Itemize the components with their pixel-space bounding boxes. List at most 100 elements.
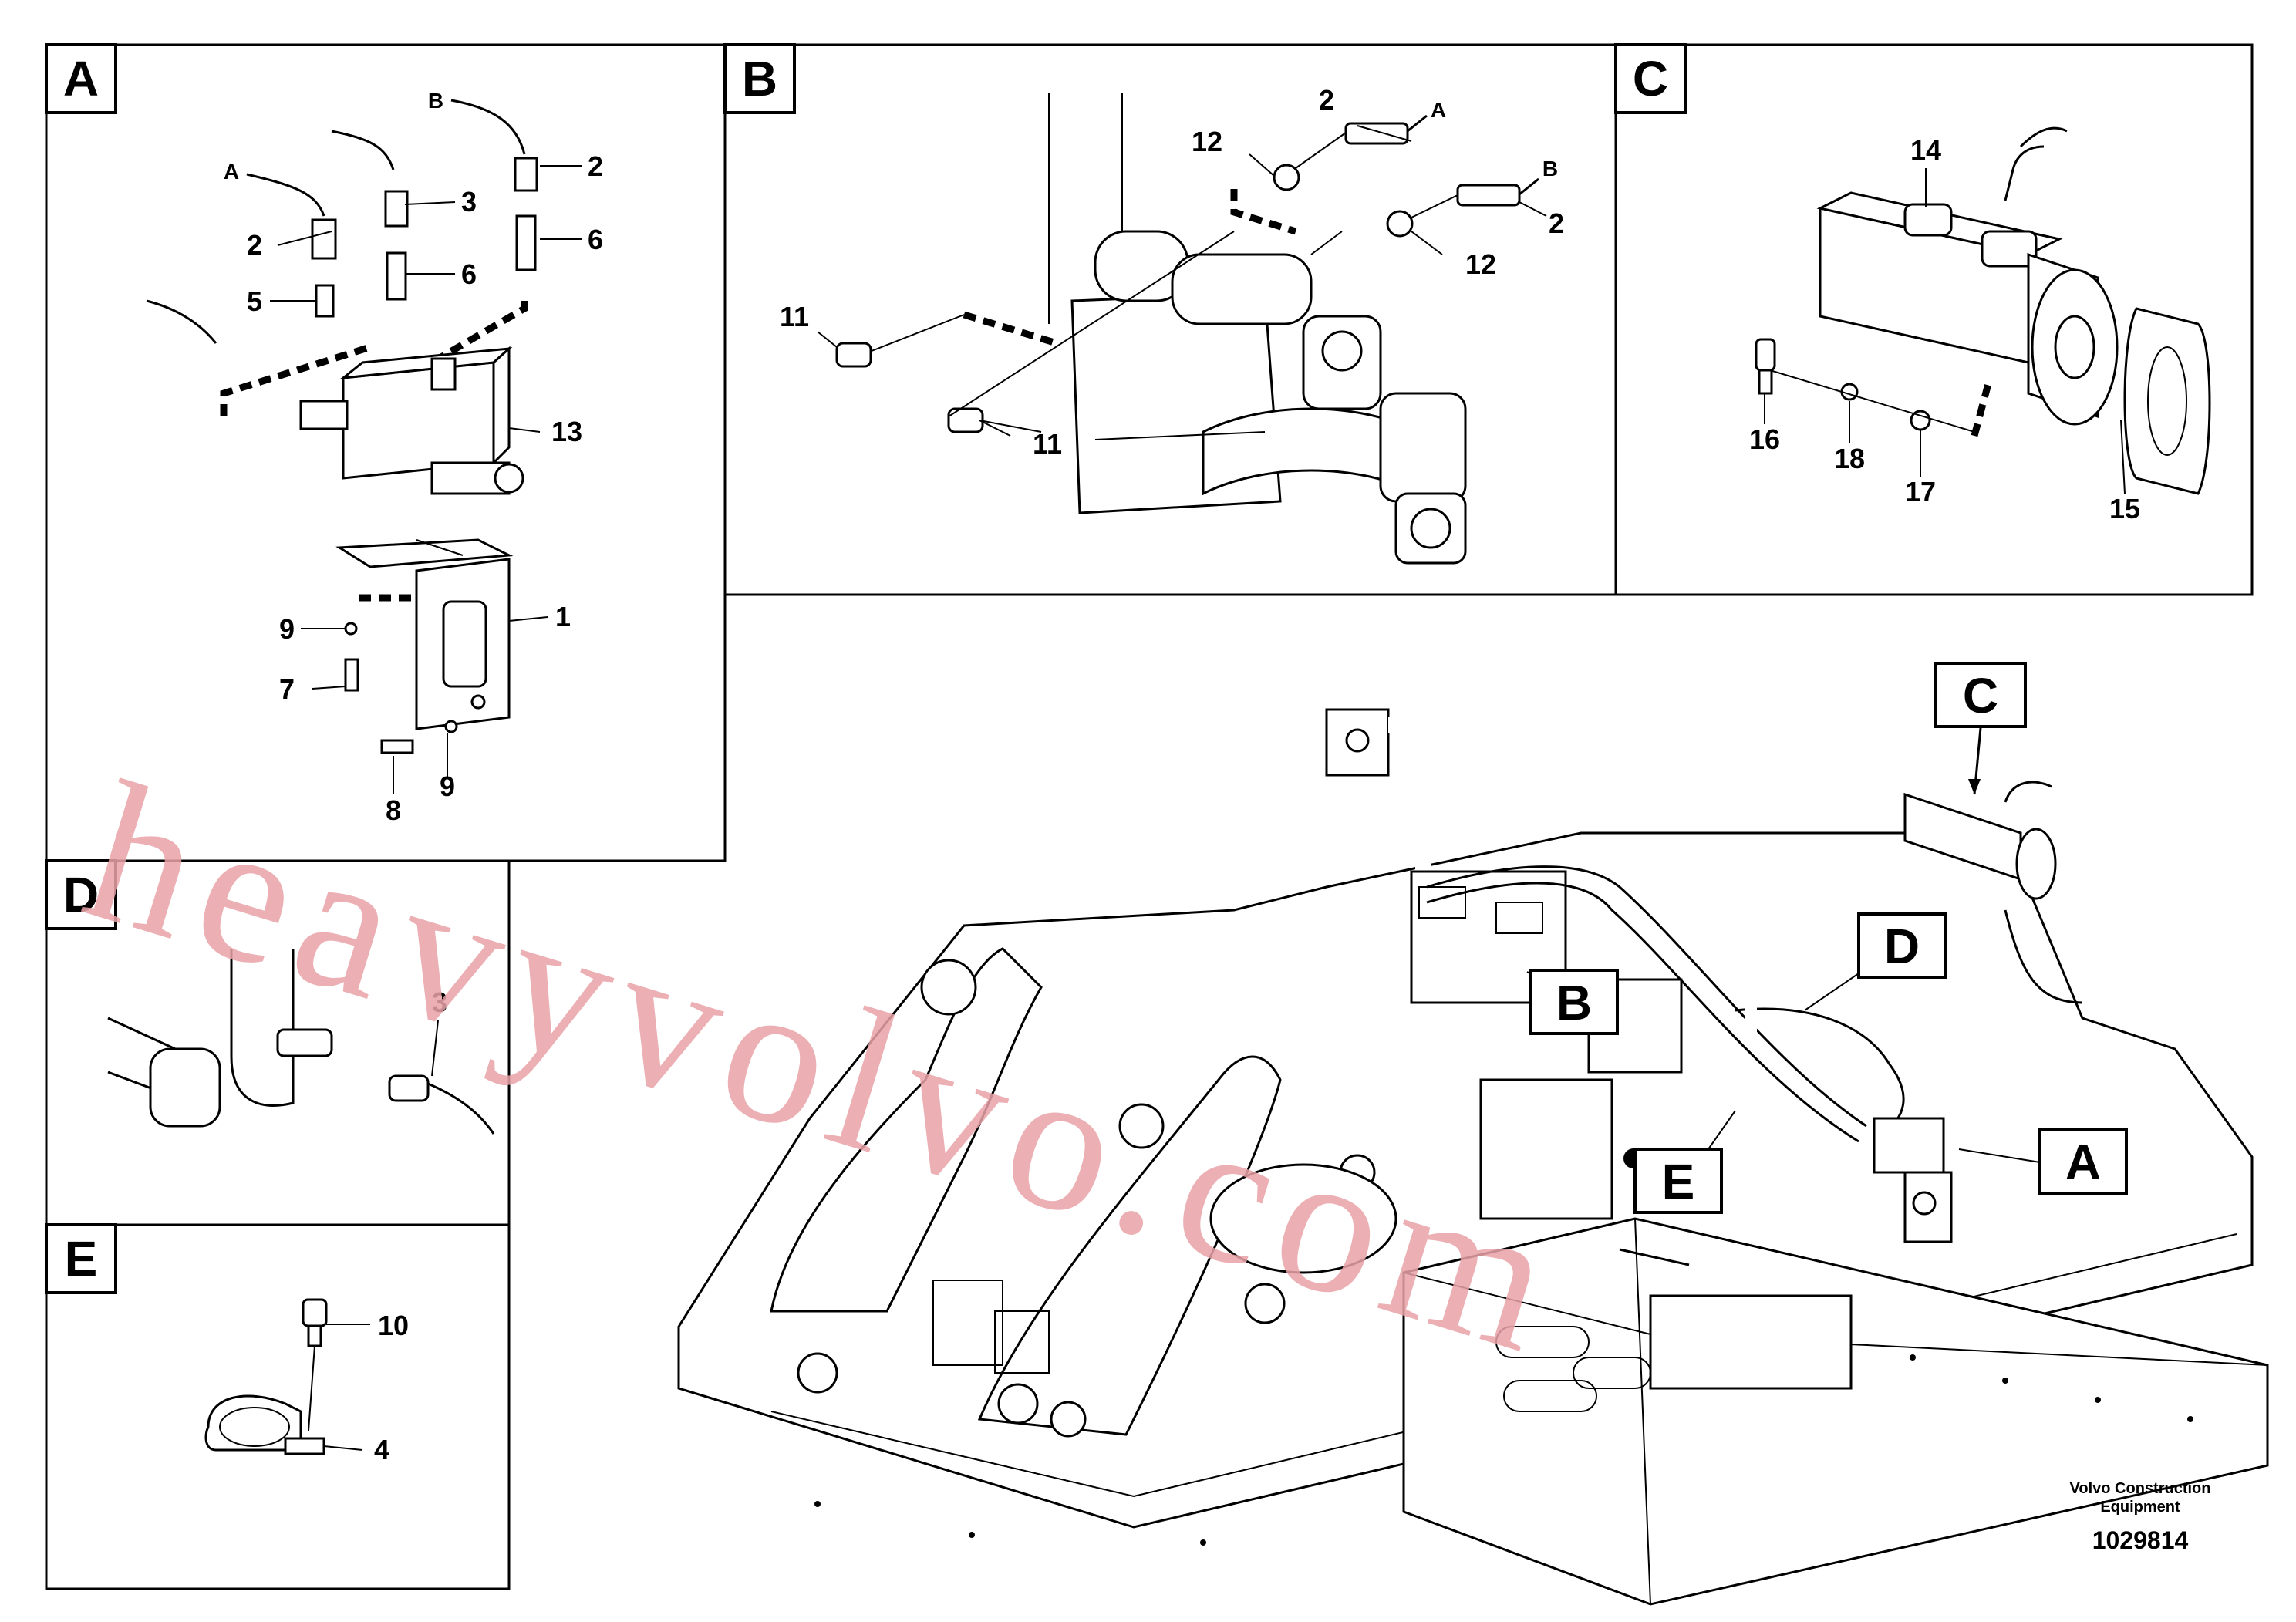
engine-structure bbox=[1048, 93, 1467, 565]
hose-label-b-a: A bbox=[1431, 98, 1446, 122]
panel-e: E 10 4 bbox=[45, 1223, 511, 1590]
hose-clamp-4 bbox=[204, 1394, 302, 1452]
hose-label-a: A bbox=[224, 160, 239, 184]
gasket-15 bbox=[2123, 307, 2211, 495]
callout-b-12-upper: 12 bbox=[1192, 126, 1222, 157]
maker-line2: Equipment bbox=[2100, 1499, 2180, 1516]
locator-e: E bbox=[1662, 1154, 1695, 1209]
panel-b-letter: B bbox=[742, 51, 777, 106]
tee-fitting bbox=[276, 1028, 333, 1057]
panel-b-label-box bbox=[723, 43, 796, 114]
fitting-5 bbox=[315, 284, 335, 318]
panel-a-letter: A bbox=[63, 51, 99, 106]
callout-c-17: 17 bbox=[1905, 476, 1936, 508]
callout-a-7: 7 bbox=[279, 673, 295, 705]
callout-a-2-left: 2 bbox=[247, 229, 262, 261]
hose-fitting-b-a bbox=[1344, 122, 1409, 145]
callout-a-1: 1 bbox=[555, 601, 571, 632]
locator-b-box bbox=[1529, 969, 1619, 1035]
fitting-3 bbox=[384, 190, 409, 228]
washer-9-lower bbox=[444, 720, 458, 733]
callout-b-2-upper: 2 bbox=[1319, 84, 1334, 116]
callout-b-2-lower: 2 bbox=[1549, 207, 1564, 239]
callout-b-12-lower: 12 bbox=[1465, 248, 1496, 280]
bolt-16 bbox=[1755, 338, 1776, 372]
panel-e-letter: E bbox=[65, 1231, 98, 1286]
dash-link-c bbox=[1971, 376, 1994, 437]
screw-10 bbox=[307, 1324, 322, 1347]
callout-a-9-lower: 9 bbox=[440, 771, 455, 802]
vertical-pipe bbox=[230, 949, 295, 1107]
bolt-11-lower bbox=[947, 407, 984, 433]
callout-a-3: 3 bbox=[461, 186, 477, 218]
callout-c-14: 14 bbox=[1910, 134, 1941, 166]
callout-d-3: 3 bbox=[432, 986, 447, 1018]
panel-b: B A B bbox=[723, 43, 1617, 596]
callout-c-18: 18 bbox=[1834, 443, 1865, 474]
washer-12-lower bbox=[1386, 210, 1414, 238]
overview-pump bbox=[1903, 781, 2057, 900]
locator-a: A bbox=[2065, 1135, 2101, 1190]
overview-valve-lower bbox=[1479, 1078, 1613, 1220]
panel-d-label-box bbox=[45, 859, 117, 930]
callout-a-5: 5 bbox=[247, 285, 262, 317]
swing-bearing bbox=[1209, 1163, 1397, 1274]
hose-fitting-b-b bbox=[1456, 184, 1521, 207]
locator-d: D bbox=[1884, 919, 1920, 974]
hose-center bbox=[331, 130, 395, 170]
panel-a-label-box bbox=[45, 43, 117, 114]
hose-label-b-b: B bbox=[1542, 157, 1558, 180]
fitting-2-b bbox=[514, 157, 538, 192]
callout-a-2-right: 2 bbox=[588, 150, 603, 182]
panel-e-label-box bbox=[45, 1223, 117, 1294]
pipe-elbow-flange bbox=[149, 1047, 221, 1128]
panel-a: A A B bbox=[45, 43, 727, 862]
panel-c: C 14 16 18 17 bbox=[1614, 43, 2254, 596]
locator-c: C bbox=[1963, 668, 1998, 723]
callout-a-8: 8 bbox=[386, 794, 401, 826]
hose-a bbox=[246, 173, 325, 217]
hydraulic-pump bbox=[1816, 126, 2119, 426]
screw-10-head bbox=[302, 1298, 328, 1327]
locator-b: B bbox=[1556, 975, 1592, 1030]
boom-bracket-right bbox=[977, 1055, 1282, 1436]
washer-17 bbox=[1910, 410, 1931, 431]
overview-tank-block bbox=[1325, 708, 1390, 777]
maker-line1: Volvo Construction bbox=[2070, 1480, 2211, 1497]
callout-b-11-upper: 11 bbox=[780, 301, 809, 332]
fitting-6-center bbox=[386, 251, 407, 301]
locator-d-box bbox=[1857, 912, 1947, 979]
mounting-bracket bbox=[335, 538, 514, 730]
panel-d-letter: D bbox=[63, 867, 99, 922]
washer-12-upper bbox=[1273, 164, 1300, 191]
screw-8 bbox=[380, 739, 414, 754]
callout-c-16: 16 bbox=[1749, 423, 1780, 455]
panel-d: D 3 bbox=[45, 859, 511, 1226]
panel-c-letter: C bbox=[1633, 51, 1668, 106]
callout-e-10: 10 bbox=[378, 1310, 409, 1341]
drawing-number: 1029814 bbox=[2092, 1526, 2189, 1554]
callout-a-6-center: 6 bbox=[461, 258, 477, 290]
dash-link-b-lower bbox=[963, 311, 1058, 347]
callout-a-6-right: 6 bbox=[588, 224, 603, 255]
hose-label-b: B bbox=[428, 89, 443, 113]
hose-b bbox=[450, 99, 526, 155]
washer-9-upper bbox=[344, 622, 358, 636]
callout-c-15: 15 bbox=[2109, 493, 2140, 524]
hose-left bbox=[146, 299, 217, 344]
locator-c-box bbox=[1934, 662, 2027, 728]
dash-link-b-upper bbox=[1230, 189, 1297, 235]
fitting-2-a bbox=[311, 218, 337, 260]
valve-block bbox=[299, 346, 524, 495]
callout-a-9-upper: 9 bbox=[279, 613, 295, 645]
screw-7 bbox=[344, 658, 359, 692]
panel-c-label-box bbox=[1614, 43, 1687, 114]
locator-a-box bbox=[2038, 1128, 2128, 1195]
overview-valve-a bbox=[1873, 1117, 1953, 1243]
callout-b-11-lower: 11 bbox=[1033, 428, 1062, 460]
dash-link-left bbox=[220, 343, 372, 416]
callout-a-13: 13 bbox=[551, 416, 582, 447]
fitting-6-right bbox=[515, 214, 537, 271]
locator-e-box bbox=[1633, 1148, 1723, 1214]
